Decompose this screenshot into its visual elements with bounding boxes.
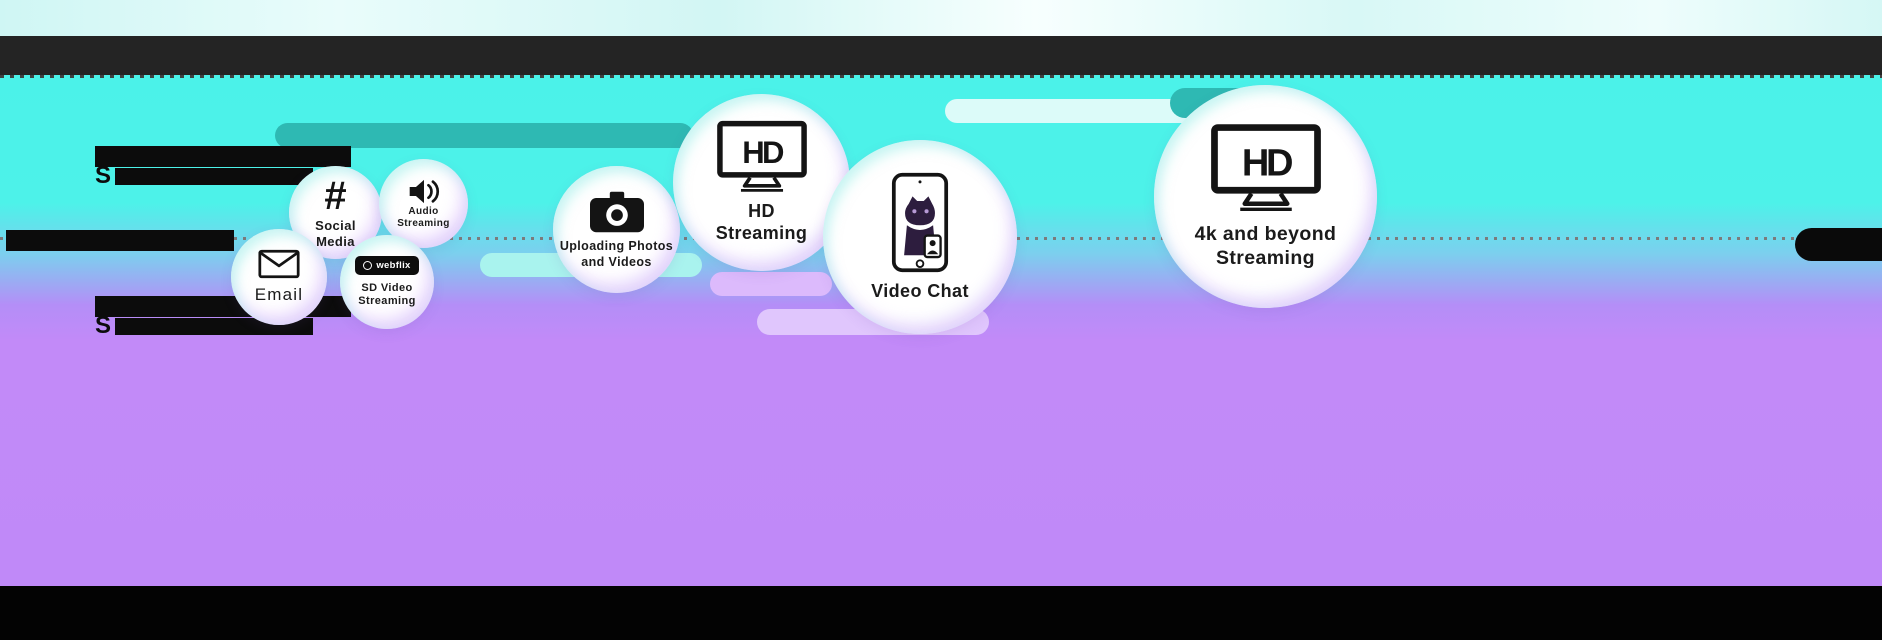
bubble-label: Social Media: [315, 217, 356, 249]
envelope-icon: [258, 249, 300, 278]
decor-pill-lavender: [710, 272, 832, 296]
camera-icon: [589, 191, 644, 233]
bubble-label: Email: [254, 284, 304, 304]
bubble-label: Audio Streaming: [397, 205, 450, 229]
bubble-hd-streaming: HD HD Streaming: [673, 94, 850, 271]
top-dark-bar: [0, 36, 1882, 75]
redacted-text-bar-top-1: [95, 146, 351, 167]
top-dotted-divider: [0, 75, 1882, 78]
tv-hd-icon: HD: [716, 120, 807, 192]
right-edge-black-pill: [1795, 228, 1882, 261]
bubble-video-chat: Video Chat: [823, 140, 1017, 334]
hashtag-icon: #: [324, 173, 347, 218]
redacted-text-bar: [115, 168, 314, 185]
webflix-badge-text: webflix: [376, 259, 411, 271]
redacted-prefix-letter: S: [95, 312, 113, 339]
phone-video-call-icon: [891, 172, 949, 272]
tv-hd-icon: HD: [1210, 123, 1321, 211]
top-pale-strip: [0, 0, 1882, 36]
decor-pill-teal-dark: [275, 123, 693, 148]
bubble-label: HD Streaming: [715, 201, 808, 243]
redacted-text-line-top-2: S: [95, 162, 314, 189]
bubble-label: Uploading Photos and Videos: [559, 239, 674, 269]
bottom-black-bar: [0, 586, 1882, 640]
redacted-prefix-letter: S: [95, 162, 113, 189]
bubble-uploading-photos-videos: Uploading Photos and Videos: [553, 166, 680, 293]
speaker-icon: [409, 179, 439, 203]
bubble-email: Email: [231, 229, 327, 325]
bubble-label: SD Video Streaming: [358, 281, 416, 307]
bubble-4k-streaming: HD 4k and beyond Streaming: [1154, 85, 1377, 308]
bubble-audio-streaming: Audio Streaming: [379, 159, 468, 248]
bubble-label: Video Chat: [871, 280, 969, 301]
bubble-sd-video-streaming: webflix SD Video Streaming: [340, 235, 434, 329]
tv-screen-text: HD: [742, 135, 784, 170]
redacted-text-bar-mid-left: [6, 230, 234, 251]
tv-screen-text: HD: [1241, 142, 1291, 184]
bubble-label: 4k and beyond Streaming: [1194, 222, 1337, 269]
webflix-ring-icon: [363, 260, 373, 270]
webflix-badge: webflix: [355, 255, 419, 275]
